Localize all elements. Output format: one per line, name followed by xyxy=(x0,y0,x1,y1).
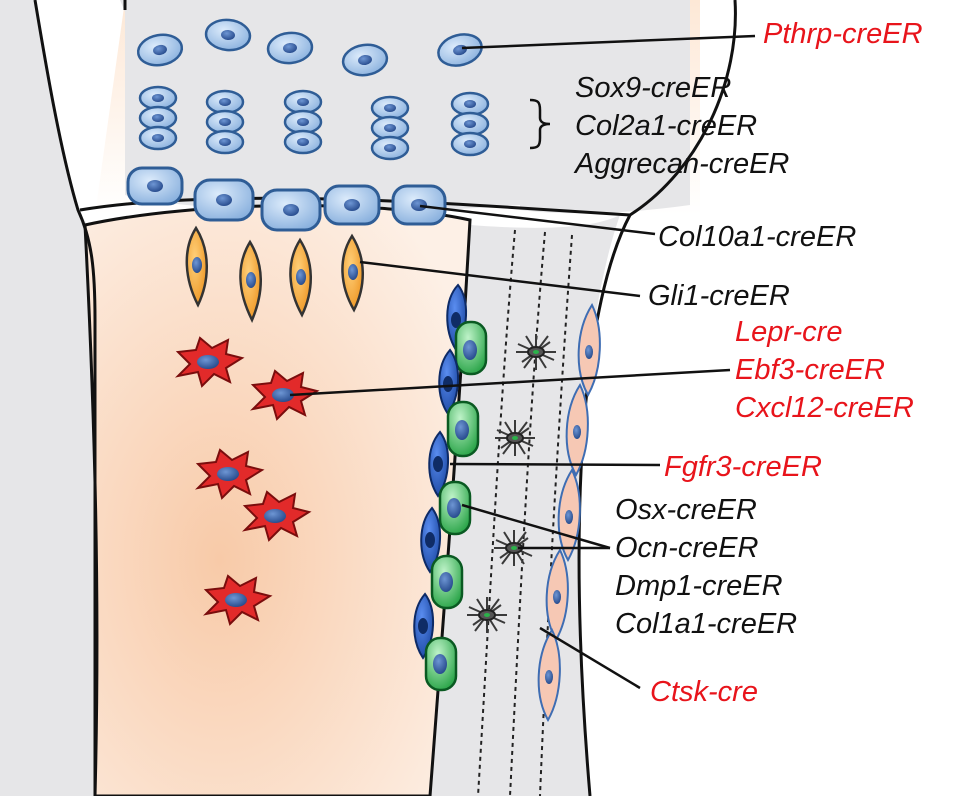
label-ctsk-cre: Ctsk-cre xyxy=(650,676,758,708)
leader-col10a1 xyxy=(419,204,656,236)
label-aggrecan-creer: Aggrecan-creER xyxy=(575,148,790,180)
leader-ctsk xyxy=(539,626,641,690)
label-pthrp-creer: Pthrp-creER xyxy=(763,18,923,50)
label-col10a1-creer: Col10a1-creER xyxy=(658,221,857,253)
resting-chondrocytes xyxy=(136,18,483,77)
left-outline xyxy=(33,0,97,796)
hypertrophic-chondrocytes xyxy=(126,166,447,232)
label-osx-creer: Osx-creER xyxy=(615,494,757,526)
leader-fgfr3 xyxy=(449,462,661,467)
label-cxcl12-creer: Cxcl12-creER xyxy=(735,392,914,424)
label-lepr-cre: Lepr-cre xyxy=(735,316,843,348)
osteocytes xyxy=(467,334,556,633)
left-cortex xyxy=(0,0,99,796)
bracket-sox9-group xyxy=(529,98,551,150)
leader-ocn-osteoblast xyxy=(461,503,611,550)
stromal-cells xyxy=(174,336,320,626)
label-ocn-creer: Ocn-creER xyxy=(615,532,759,564)
canal-line-1 xyxy=(477,229,516,796)
leader-lepr-group xyxy=(289,368,731,397)
leader-gli1 xyxy=(359,260,641,298)
gli1-cells xyxy=(185,225,364,323)
label-sox9-creer: Sox9-creER xyxy=(575,72,732,104)
label-ebf3-creer: Ebf3-creER xyxy=(735,354,885,386)
label-col1a1-creer: Col1a1-creER xyxy=(615,608,798,640)
label-fgfr3-creer: Fgfr3-creER xyxy=(664,451,822,483)
canal-line-2 xyxy=(509,231,546,796)
label-gli1-creer: Gli1-creER xyxy=(648,280,790,312)
leader-pthrp xyxy=(461,34,756,50)
right-outline xyxy=(577,0,737,796)
canal-line-3 xyxy=(539,234,573,796)
cartilage-right xyxy=(520,0,690,214)
label-col2a1-creer: Col2a1-creER xyxy=(575,110,758,142)
leader-lines xyxy=(289,34,756,690)
label-dmp1-creer: Dmp1-creER xyxy=(615,570,783,602)
proliferative-columns xyxy=(138,85,490,161)
endosteal-cells xyxy=(413,283,488,692)
